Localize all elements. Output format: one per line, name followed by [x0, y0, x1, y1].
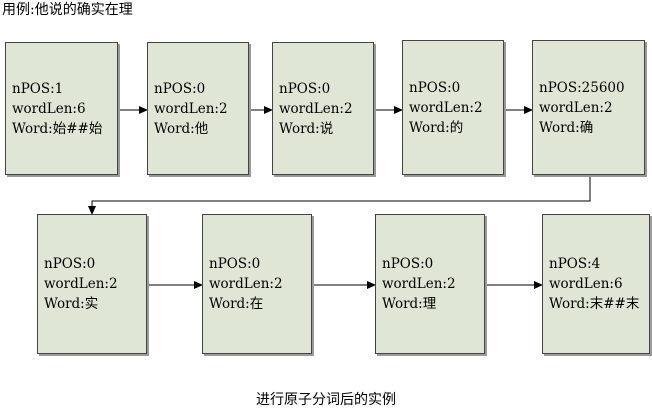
node-word-label: Word:实 [44, 296, 99, 312]
word-node-4: nPOS:0 wordLen:2 Word:的 [402, 40, 504, 175]
node-word-label: Word:理 [382, 296, 437, 312]
node-pos-label: nPOS:0 [154, 80, 206, 97]
diagram-heading: 用例:他说的确实在理 [2, 2, 133, 18]
node-word-label: Word:始##始 [12, 120, 103, 137]
node-wordlen-label: wordLen:2 [279, 100, 353, 117]
word-node-1: nPOS:1 wordLen:6 Word:始##始 [5, 42, 118, 175]
arrow-node-5-to-6 [88, 175, 591, 215]
node-pos-label: nPOS:25600 [539, 79, 625, 96]
node-word-label: Word:确 [539, 119, 594, 136]
node-pos-label: nPOS:1 [12, 80, 64, 97]
word-node-8: nPOS:0 wordLen:2 Word:理 [375, 214, 485, 354]
node-word-label: Word:的 [409, 119, 464, 136]
node-wordlen-label: wordLen:2 [539, 99, 613, 116]
node-wordlen-label: wordLen:2 [154, 100, 228, 117]
word-node-6: nPOS:0 wordLen:2 Word:实 [37, 214, 147, 354]
node-word-label: Word:在 [209, 296, 264, 312]
node-wordlen-label: wordLen:2 [382, 276, 456, 292]
node-wordlen-label: wordLen:6 [12, 100, 86, 117]
node-pos-label: nPOS:0 [382, 256, 434, 272]
node-pos-label: nPOS:0 [44, 256, 96, 272]
node-pos-label: nPOS:0 [409, 79, 461, 96]
node-word-label: Word:说 [279, 120, 334, 137]
node-wordlen-label: wordLen:2 [409, 99, 483, 116]
node-pos-label: nPOS:0 [279, 80, 331, 97]
node-wordlen-label: wordLen:2 [44, 276, 118, 292]
word-node-7: nPOS:0 wordLen:2 Word:在 [202, 214, 312, 354]
word-node-5: nPOS:25600 wordLen:2 Word:确 [532, 40, 645, 175]
node-word-label: Word:末##末 [549, 296, 640, 312]
node-wordlen-label: wordLen:6 [549, 276, 623, 292]
node-pos-label: nPOS:0 [209, 256, 261, 272]
diagram-caption: 进行原子分词后的实例 [256, 392, 396, 408]
word-node-9: nPOS:4 wordLen:6 Word:末##末 [542, 214, 650, 354]
word-node-3: nPOS:0 wordLen:2 Word:说 [272, 42, 374, 175]
node-pos-label: nPOS:4 [549, 256, 601, 272]
word-node-2: nPOS:0 wordLen:2 Word:他 [147, 42, 249, 175]
node-word-label: Word:他 [154, 120, 209, 137]
node-wordlen-label: wordLen:2 [209, 276, 283, 292]
